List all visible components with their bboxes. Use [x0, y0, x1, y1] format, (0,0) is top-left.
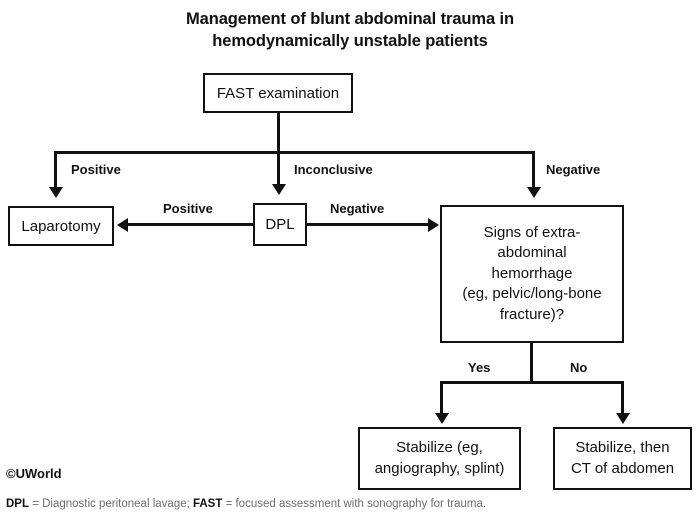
connector-decision-stem [530, 343, 533, 383]
page-title-line-2: hemodynamically unstable patients [212, 32, 488, 50]
edge-label-fast-inconclusive: Inconclusive [294, 162, 373, 177]
node-extra-abdominal-line-4: (eg, pelvic/long-bone [462, 285, 602, 303]
node-dpl: DPL [253, 203, 307, 246]
node-laparotomy: Laparotomy [8, 206, 114, 246]
edge-label-decision-no: No [570, 360, 588, 375]
connector-decision-no-drop [621, 381, 624, 414]
legend-dpl-abbr: DPL [6, 498, 29, 510]
arrow-fast-inconclusive [271, 184, 286, 195]
arrow-dpl-positive [117, 217, 128, 232]
node-extra-abdominal-line-2: abdominal [497, 244, 567, 262]
arrow-fast-positive [48, 187, 63, 198]
page-title-line-1: Management of blunt abdominal trauma in [186, 10, 514, 28]
arrow-fast-negative [526, 187, 541, 198]
copyright-uworld: ©UWorld [6, 466, 62, 481]
node-fast-examination-label: FAST examination [216, 84, 340, 102]
node-stabilize-ct-abdomen: Stabilize, then CT of abdomen [553, 427, 692, 490]
connector-decision-yes-drop [440, 381, 443, 414]
connector-dpl-negative [307, 223, 429, 226]
page-title: Management of blunt abdominal trauma in … [0, 8, 700, 52]
legend-dpl-text: = Diagnostic peritoneal lavage; [29, 498, 193, 510]
legend-fast-text: = focused assessment with sonography for… [222, 498, 487, 510]
node-extra-abdominal-line-1: Signs of extra- [483, 223, 581, 241]
connector-fast-negative-drop [532, 151, 535, 188]
edge-label-fast-positive: Positive [71, 162, 121, 177]
arrow-decision-yes [434, 413, 449, 424]
node-extra-abdominal-line-3: hemorrhage [491, 264, 573, 282]
node-extra-abdominal-line-5: fracture)? [499, 305, 565, 323]
connector-dpl-positive [128, 223, 253, 226]
connector-fast-positive-drop [54, 151, 57, 188]
node-stabilize-ct-line-2: CT of abdomen [570, 459, 675, 477]
connector-fast-stem [277, 113, 280, 153]
edge-label-dpl-positive: Positive [163, 201, 213, 216]
connector-fast-bus [54, 151, 535, 154]
connector-fast-inconclusive-drop [277, 151, 280, 185]
node-stabilize-angiography-line-1: Stabilize (eg, [396, 439, 483, 456]
connector-decision-bus [440, 381, 624, 384]
node-stabilize-ct-line-1: Stabilize, then [575, 439, 670, 456]
node-extra-abdominal-hemorrhage: Signs of extra- abdominal hemorrhage (eg… [440, 205, 624, 343]
edge-label-fast-negative: Negative [546, 162, 601, 177]
legend-abbreviations: DPL = Diagnostic peritoneal lavage; FAST… [6, 497, 486, 511]
node-dpl-label: DPL [265, 216, 295, 233]
edge-label-dpl-negative: Negative [330, 201, 385, 216]
node-fast-examination: FAST examination [203, 73, 353, 113]
legend-fast-abbr: FAST [192, 498, 223, 510]
arrow-decision-no [615, 413, 630, 424]
edge-label-decision-yes: Yes [468, 360, 491, 375]
arrow-dpl-negative [428, 217, 439, 232]
node-laparotomy-label: Laparotomy [21, 217, 101, 235]
node-stabilize-angiography-line-2: angiography, splint) [374, 459, 505, 477]
node-stabilize-angiography: Stabilize (eg, angiography, splint) [358, 427, 521, 490]
